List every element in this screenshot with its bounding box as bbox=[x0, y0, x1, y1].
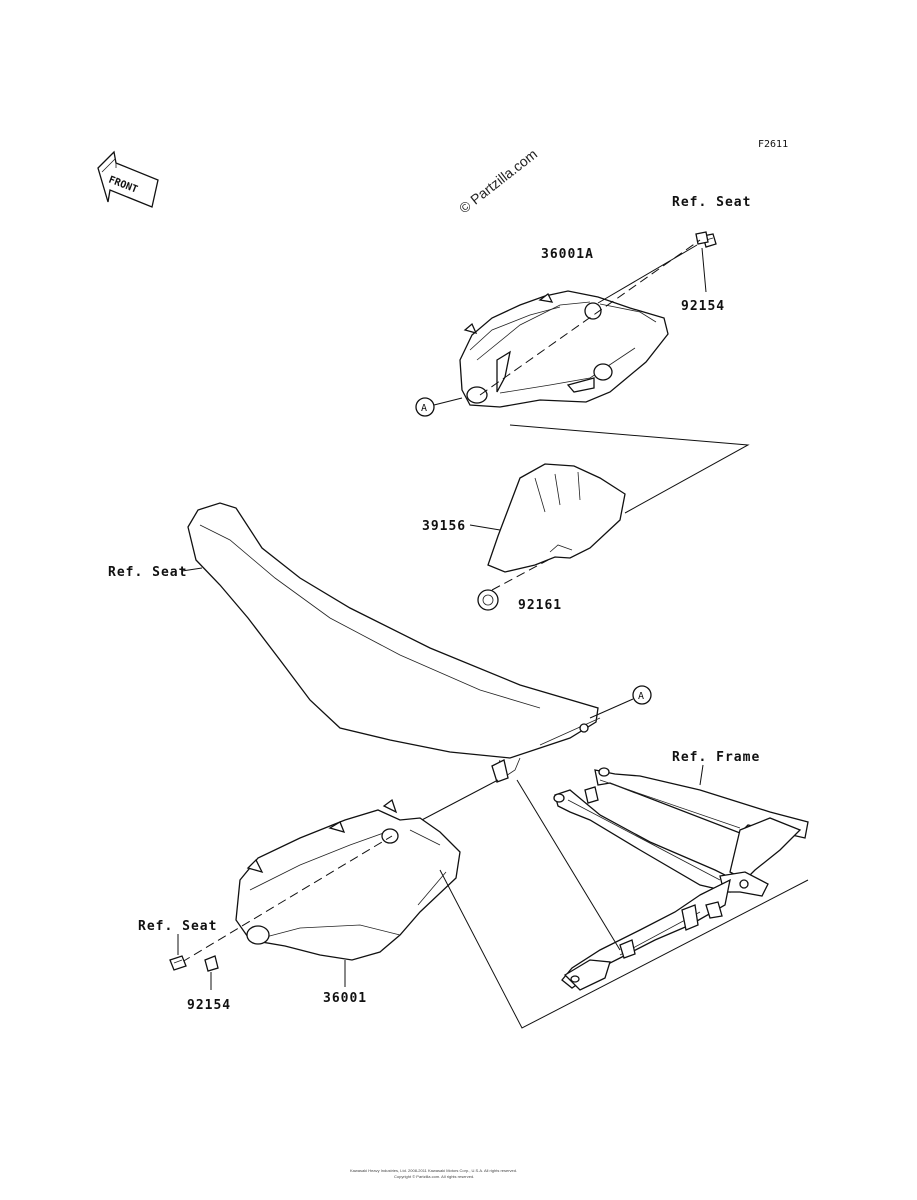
bolt-lower-ref bbox=[169, 955, 187, 971]
pad-39156 bbox=[487, 463, 626, 573]
cover-36001-label: 36001 bbox=[323, 991, 367, 1006]
footer-line-2: Copyright © Partzilla.com. All rights re… bbox=[394, 1174, 474, 1179]
bolt-92154-upper-label: 92154 bbox=[681, 299, 725, 314]
damper-92161-label: 92161 bbox=[518, 598, 562, 613]
frame bbox=[553, 767, 809, 991]
damper-92161 bbox=[477, 589, 499, 611]
bolt-92154-upper bbox=[695, 231, 709, 245]
pad-39156-label: 39156 bbox=[422, 519, 466, 534]
front-arrow-icon: FRONT bbox=[97, 150, 159, 208]
seat bbox=[187, 502, 601, 783]
watermark: © Partzilla.com bbox=[456, 146, 540, 217]
ref-seat-upper-label: Ref. Seat bbox=[672, 195, 751, 210]
footer-line-1: Kawasaki Heavy Industries, Ltd. 2008-201… bbox=[350, 1168, 517, 1173]
cover-36001a-label: 36001A bbox=[541, 247, 594, 262]
callout-a-upper: A bbox=[421, 403, 427, 414]
side-cover-36001 bbox=[235, 798, 461, 961]
seat-ref-label: Ref. Seat bbox=[108, 565, 187, 580]
ref-seat-lower-label: Ref. Seat bbox=[138, 919, 217, 934]
bolt-92154-lower bbox=[204, 955, 219, 972]
callout-a-lower: A bbox=[638, 691, 644, 702]
frame-ref-label: Ref. Frame bbox=[672, 750, 760, 765]
bolt-92154-lower-label: 92154 bbox=[187, 998, 231, 1013]
figure-code: F2611 bbox=[758, 139, 788, 150]
side-cover-36001a bbox=[459, 290, 669, 408]
